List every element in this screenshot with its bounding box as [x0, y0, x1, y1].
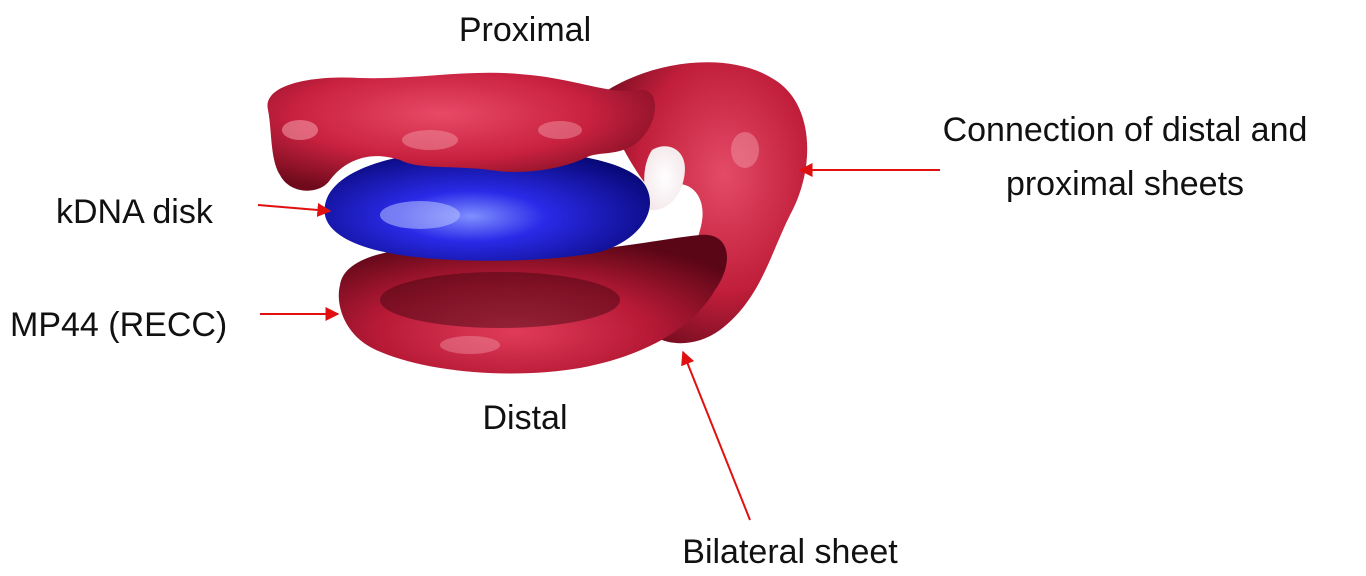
connection-label-line2: proximal sheets [890, 164, 1360, 204]
sheet-opening [644, 146, 685, 210]
proximal-highlight-3 [538, 121, 582, 139]
kdna-disk-highlight [380, 201, 460, 229]
distal-highlight [440, 336, 500, 354]
proximal-label: Proximal [425, 10, 625, 50]
connection-highlight [731, 132, 759, 168]
distal-sheet-shadow [380, 272, 620, 328]
kdna-disk-label: kDNA disk [56, 192, 213, 232]
kdna-arrow [258, 205, 330, 211]
bilateral-sheet-label: Bilateral sheet [630, 532, 950, 572]
bilateral-arrow [683, 352, 750, 520]
proximal-highlight-1 [282, 120, 318, 140]
connection-label-line1: Connection of distal and [890, 110, 1360, 150]
proximal-highlight-2 [402, 130, 458, 150]
distal-label: Distal [425, 398, 625, 438]
mp44-label: MP44 (RECC) [10, 305, 227, 345]
